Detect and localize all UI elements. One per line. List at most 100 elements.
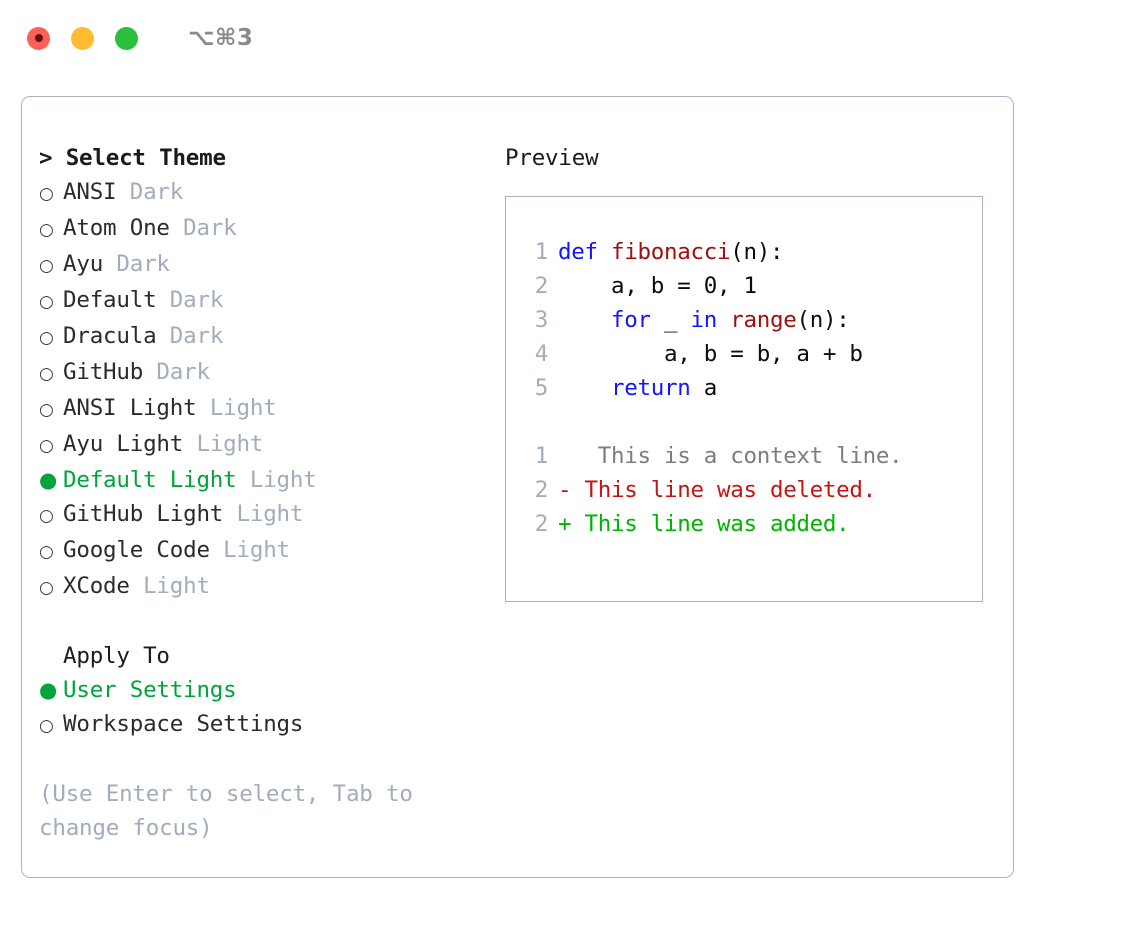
code-line: 2 a, b = 0, 1 (522, 269, 982, 303)
radio-unselected-icon: ○ (39, 328, 54, 348)
main-panel: > Select Theme ○ANSI Dark○Atom One Dark○… (21, 96, 1014, 878)
radio-unselected-icon: ○ (39, 436, 54, 456)
diff-marker: + (558, 511, 572, 537)
radio-selected-icon: ● (39, 468, 58, 492)
code-line-number: 3 (534, 307, 549, 333)
theme-variant-badge: Dark (116, 179, 184, 205)
theme-option-label: Ayu (63, 251, 104, 277)
radio-unselected-icon: ○ (39, 716, 54, 736)
theme-option-atom-one[interactable]: ○ Atom One Dark (39, 211, 490, 247)
apply-to-option-user-settings[interactable]: ●User Settings (39, 673, 490, 707)
code-line: 4 a, b = b, a + b (522, 337, 982, 371)
code-token-plain: _ (650, 307, 691, 333)
theme-variant-badge: Dark (169, 215, 237, 241)
theme-option-label: XCode (63, 573, 130, 599)
diff-text: This is a context line. (571, 443, 903, 469)
theme-selector-column: > Select Theme ○ANSI Dark○Atom One Dark○… (22, 141, 490, 877)
theme-option-label: Default (63, 287, 157, 313)
code-token-plain: a (690, 375, 718, 401)
diff-line-add: 2+ This line was added. (522, 507, 982, 541)
radio-unselected-icon: ○ (39, 256, 54, 276)
theme-variant-badge: Light (196, 395, 277, 421)
theme-option-default[interactable]: ○ Default Dark (39, 283, 490, 319)
code-token-plain (558, 371, 611, 405)
diff-text: This line was deleted. (571, 477, 876, 503)
theme-variant-badge: Dark (156, 323, 224, 349)
traffic-light-buttons (27, 26, 138, 50)
close-button[interactable] (27, 26, 50, 50)
theme-option-google-code[interactable]: ○ Google Code Light (39, 533, 490, 569)
theme-option-dracula[interactable]: ○ Dracula Dark (39, 319, 490, 355)
code-token-kw: def (558, 239, 611, 265)
theme-option-ansi-light[interactable]: ○ANSI Light Light (39, 391, 490, 427)
theme-option-default-light[interactable]: ●Default Light Light (39, 463, 490, 497)
apply-to-option-list: ●User Settings ○ Workspace Settings (39, 673, 490, 743)
radio-unselected-icon: ○ (39, 292, 54, 312)
theme-variant-badge: Light (129, 573, 210, 599)
code-token-kw: for (611, 307, 651, 333)
code-line: 1 def fibonacci(n): (522, 235, 982, 269)
code-line: 5 return a (522, 371, 982, 405)
radio-unselected-icon: ○ (39, 542, 54, 562)
theme-option-ayu[interactable]: ○ Ayu Dark (39, 247, 490, 283)
theme-option-label: GitHub (63, 359, 144, 385)
theme-option-label: Default Light (63, 467, 237, 493)
theme-option-label: GitHub Light (63, 501, 224, 527)
apply-to-heading: Apply To (39, 639, 490, 673)
apply-to-option-label: Workspace Settings (63, 711, 304, 737)
minimize-button[interactable] (71, 26, 94, 50)
radio-unselected-icon: ○ (39, 220, 54, 240)
code-line-number: 5 (534, 375, 549, 401)
code-token-kw: return (611, 375, 691, 401)
code-line: 3 for _ in range(n): (522, 303, 982, 337)
maximize-button[interactable] (115, 26, 138, 50)
theme-variant-badge: Dark (103, 251, 170, 277)
diff-sample-block: 1 This is a context line. 2- This line wa… (522, 439, 982, 541)
theme-option-github-light[interactable]: ○GitHub Light Light (39, 497, 490, 533)
code-token-plain: a, b = 0, 1 (558, 273, 757, 299)
radio-unselected-icon: ○ (39, 400, 54, 420)
radio-unselected-icon: ○ (39, 506, 54, 526)
code-line-number: 1 (534, 239, 549, 265)
list-spacer (39, 605, 490, 639)
theme-option-label: ANSI (63, 179, 117, 205)
theme-variant-badge: Light (236, 467, 317, 493)
diff-marker (558, 439, 571, 473)
theme-variant-badge: Dark (156, 287, 224, 313)
theme-option-xcode[interactable]: ○XCode Light (39, 569, 490, 605)
titlebar: ⌥⌘3 (0, 0, 1140, 76)
code-token-plain: (n): (730, 239, 784, 265)
code-token-plain: (n): (796, 307, 850, 333)
code-token-fn: fibonacci (611, 239, 731, 265)
theme-option-ayu-light[interactable]: ○ Ayu Light Light (39, 427, 490, 463)
theme-option-label: Google Code (63, 537, 210, 563)
code-line-number: 2 (534, 273, 549, 299)
theme-option-ansi[interactable]: ○ANSI Dark (39, 175, 490, 211)
theme-variant-badge: Dark (143, 359, 210, 385)
apply-to-heading-label: Apply To (63, 643, 170, 669)
apply-to-option-workspace-settings[interactable]: ○ Workspace Settings (39, 707, 490, 743)
theme-option-label: Atom One (63, 215, 170, 241)
code-token-plain (558, 303, 611, 337)
theme-variant-badge: Light (183, 431, 264, 457)
theme-option-github[interactable]: ○GitHub Dark (39, 355, 490, 391)
code-line-number: 4 (534, 341, 549, 367)
theme-option-label: Ayu Light (63, 431, 184, 457)
keyboard-shortcut-label: ⌥⌘3 (188, 25, 254, 51)
diff-text: This line was added. (571, 511, 850, 537)
diff-line-number: 2 (534, 477, 549, 503)
apply-to-option-label: User Settings (63, 677, 237, 703)
code-token-plain (717, 303, 730, 337)
code-token-fn: range (730, 307, 797, 333)
preview-heading: Preview (505, 145, 599, 171)
code-token-plain: a, b = b, a + b (558, 341, 863, 367)
diff-line-number: 1 (534, 443, 549, 469)
theme-variant-badge: Light (209, 537, 290, 563)
theme-option-label: Dracula (63, 323, 157, 349)
radio-selected-icon: ● (39, 678, 58, 702)
preview-block-gap (522, 405, 982, 439)
diff-line-del: 2- This line was deleted. (522, 473, 982, 507)
